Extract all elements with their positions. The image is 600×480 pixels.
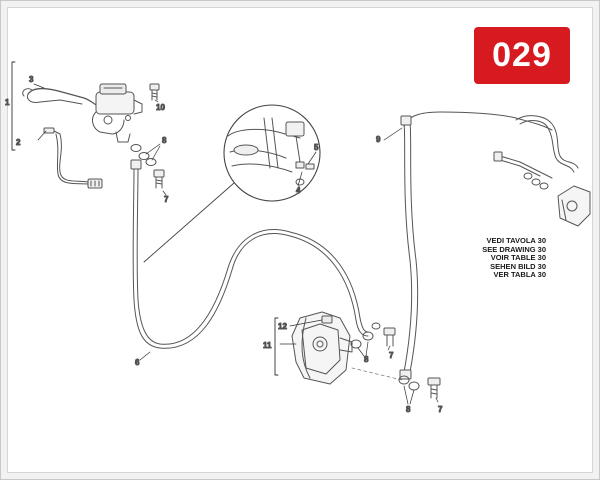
group-bracket-11 (274, 317, 279, 376)
reference-note-line: VEDI TAVOLA 30 (486, 236, 546, 245)
upper-banjo-fitting (130, 144, 165, 189)
rear-master-cylinder-reference (493, 115, 591, 227)
reference-note-line: VER TABLA 30 (493, 270, 546, 280)
callout-10: 10 (156, 103, 165, 112)
page-number-badge: 029 (474, 27, 570, 84)
callout-2: 2 (16, 138, 21, 147)
rear-brake-hose (399, 111, 553, 380)
callout-11: 11 (263, 341, 272, 350)
callout-8-caliper: 8 (364, 355, 369, 364)
drawing-reference-note: VEDI TAVOLA 30 SEE DRAWING 30 VOIR TABLE… (470, 236, 546, 280)
reference-note-line: SEE DRAWING 30 (482, 244, 546, 254)
callout-6: 6 (135, 358, 140, 367)
bolt-10 (149, 83, 160, 101)
brake-lever-master-cylinder (22, 83, 143, 143)
callout-4: 4 (296, 186, 301, 195)
brake-light-switch-cable (43, 127, 103, 189)
reference-note-line: VOIR TABLE 30 (490, 253, 546, 263)
callout-1: 1 (5, 98, 10, 107)
callout-7-upper: 7 (164, 195, 169, 204)
caliper-banjo-fitting (350, 322, 396, 349)
callout-9: 9 (376, 135, 381, 144)
rear-banjo-fitting (398, 375, 441, 399)
callout-8-rear: 8 (406, 405, 411, 414)
detail-magnifier (143, 104, 321, 263)
front-brake-hose (130, 159, 369, 349)
callout-7-rear: 7 (438, 405, 443, 414)
callout-7-caliper: 7 (389, 351, 394, 360)
group-bracket-1 (11, 61, 16, 151)
callout-8-upper: 8 (162, 136, 167, 145)
callout-12: 12 (278, 322, 287, 331)
callout-5: 5 (314, 143, 319, 152)
brake-caliper (291, 311, 353, 385)
leader-3 (33, 83, 45, 89)
callout-3: 3 (29, 75, 34, 84)
reference-note-line: SEHEN BILD 30 (490, 261, 546, 271)
